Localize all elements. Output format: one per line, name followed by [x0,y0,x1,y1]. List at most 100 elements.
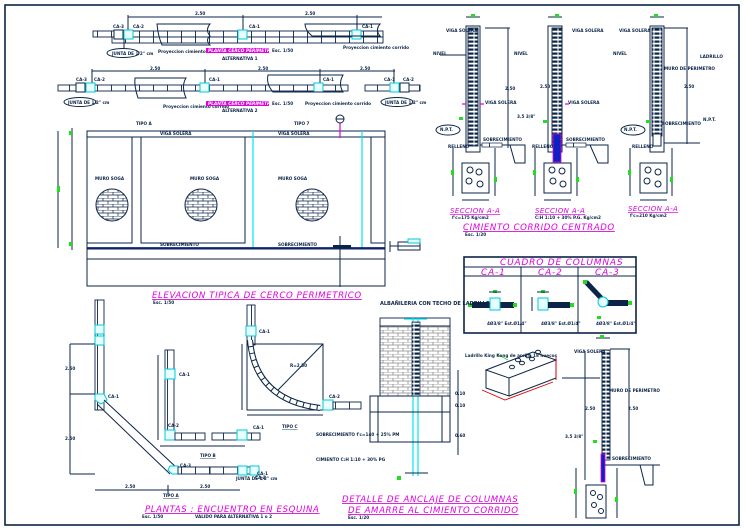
svg-text:2.50: 2.50 [65,366,75,371]
sheet-border [4,4,740,526]
svg-text:CA-2: CA-2 [329,394,340,399]
svg-text:f'c=210 Kg/cm2: f'c=210 Kg/cm2 [630,213,667,218]
plan-alternative-1: 2.50 2.50 CA-3 CA-2 CA-1 CA-1 JUNTA DE 1… [92,11,409,61]
svg-text:CA-1: CA-1 [384,77,395,82]
svg-text:2.50: 2.50 [585,406,595,411]
svg-text:MURO SOGA: MURO SOGA [278,176,308,181]
svg-text:VIGA SOLERA: VIGA SOLERA [485,100,517,105]
section-1-title: SECCION A-A [450,207,500,215]
svg-text:CA-1: CA-1 [259,329,270,334]
corner-tipo-a: 2.50 2.50 2.50 2.50 CA-1 CA-3 TIPO A JUN… [65,299,278,498]
svg-text:4Ø3/8" Est.Ø1/4": 4Ø3/8" Est.Ø1/4" [596,321,636,326]
svg-text:VIGA SOLERA: VIGA SOLERA [160,131,192,136]
svg-text:CA-1: CA-1 [209,77,220,82]
svg-text:2.50: 2.50 [65,436,75,441]
svg-text:2.50: 2.50 [684,84,694,89]
svg-text:C:H 1:10 + 30% P.G. Kg/cm2: C:H 1:10 + 30% P.G. Kg/cm2 [535,215,601,220]
svg-text:Proyeccion cimiento corrido: Proyeccion cimiento corrido [343,45,409,50]
sections-title: CIMIENTO CORRIDO CENTRADO [463,223,615,233]
sections-a-a: VIGA SOLERA NIVEL 2.50 VIGA SOLERA N.P.T… [433,14,723,237]
svg-text:CA-1: CA-1 [179,372,190,377]
svg-text:Esc. 1/50: Esc. 1/50 [153,300,174,305]
svg-text:VIGA SOLERA: VIGA SOLERA [568,100,600,105]
section-3-title: SECCION A-A [628,205,678,213]
svg-text:MURO DE PERIMETRO: MURO DE PERIMETRO [664,66,715,71]
svg-text:CA-2: CA-2 [133,24,144,29]
svg-text:CA-2: CA-2 [94,77,105,82]
columns-table-title: CUADRO DE COLUMNAS [500,258,623,268]
svg-text:3.5 3/8": 3.5 3/8" [565,434,583,439]
svg-text:2.50: 2.50 [125,484,135,489]
svg-text:VALIDO PARA ALTERNATIVA 1 o 2: VALIDO PARA ALTERNATIVA 1 o 2 [195,514,272,519]
svg-text:SOBRECIMIENTO: SOBRECIMIENTO [662,121,701,126]
svg-text:ALBAÑILERIA CON TECHO DE LADRI: ALBAÑILERIA CON TECHO DE LADRILLO [380,300,490,307]
corner-plans-title: PLANTAS : ENCUENTRO EN ESQUINA [145,505,320,515]
svg-text:SOBRECIMIENTO: SOBRECIMIENTO [612,456,651,461]
svg-text:CA-3: CA-3 [76,77,87,82]
svg-text:2.50: 2.50 [305,11,315,16]
svg-text:Esc. 1/50: Esc. 1/50 [272,48,293,53]
svg-text:N.P.T.: N.P.T. [624,127,637,132]
svg-text:Esc. 1/50: Esc. 1/50 [272,101,293,106]
brick-isometric: Ladrillo King Kong de arcilla 18 huecos [465,349,558,401]
corner-tipo-b: CA-1 CA-2 CA-1 TIPO B [157,349,264,458]
svg-text:MURO SOGA: MURO SOGA [95,176,125,181]
svg-text:TIPO C: TIPO C [282,424,298,429]
svg-text:VIGA SOLERA: VIGA SOLERA [446,28,478,33]
svg-text:RELLENO: RELLENO [632,144,654,149]
svg-text:Esc. 1/20: Esc. 1/20 [348,515,369,520]
section-3: VIGA SOLERA NIVEL LADRILLO MURO DE PERIM… [613,14,723,218]
svg-text:N.P.T.: N.P.T. [703,117,716,122]
svg-text:CA-2: CA-2 [168,423,179,428]
section-1: VIGA SOLERA NIVEL 2.50 VIGA SOLERA N.P.T… [433,14,526,220]
svg-text:CA-1: CA-1 [253,425,264,430]
svg-text:VIGA SOLERA: VIGA SOLERA [278,131,310,136]
header-ca2: CA-2 [538,268,563,278]
svg-text:2.50: 2.50 [258,66,268,71]
svg-text:VIGA SOLERA: VIGA SOLERA [574,349,606,354]
svg-text:CA-2: CA-2 [255,475,266,480]
svg-text:ALTERNATIVA 2: ALTERNATIVA 2 [222,108,258,113]
plan-alternative-2: 2.50 2.50 2.50 CA-3 CA-2 CA-1 CA-1 CA-1 … [57,66,427,113]
svg-text:ALTERNATIVA 1: ALTERNATIVA 1 [222,56,258,61]
anchor-detail-title-1: DETALLE DE ANCLAJE DE COLUMNAS [342,495,518,505]
section-2: VIGA SOLERA NIVEL 2.50 VIGA SOLERA 3.5 3… [514,14,609,220]
svg-text:2.50: 2.50 [540,84,550,89]
svg-text:0.60: 0.60 [455,433,465,438]
svg-text:JUNTA DE 1/2" cm: JUNTA DE 1/2" cm [111,51,154,56]
columns-table: CUADRO DE COLUMNAS CA-1 CA-2 CA-3 4Ø3/8"… [463,256,637,334]
svg-text:NIVEL: NIVEL [613,51,627,56]
svg-text:0.10: 0.10 [455,403,465,408]
svg-text:CA-1: CA-1 [323,77,334,82]
svg-text:NIVEL: NIVEL [433,51,447,56]
anchor-detail-title-2: DE AMARRE AL CIMIENTO CORRIDO [348,506,519,516]
svg-text:SOBRECIMIENTO: SOBRECIMIENTO [483,137,522,142]
svg-text:VIGA SOLERA: VIGA SOLERA [572,28,604,33]
svg-text:TIPO A: TIPO A [163,493,180,498]
svg-text:2.50: 2.50 [195,11,205,16]
svg-text:CA-1: CA-1 [108,394,119,399]
svg-text:JUNTA DE 1/2" cm: JUNTA DE 1/2" cm [384,100,427,105]
tag-ca3: CA-3 [113,24,124,29]
header-ca3: CA-3 [595,268,620,278]
typical-elevation: TIPO A TIPO 7 VIGA SOLERA VIGA SOLERA MU… [57,114,421,305]
svg-text:4Ø3/8" Est.Ø1/4": 4Ø3/8" Est.Ø1/4" [541,321,581,326]
svg-text:N.P.T.: N.P.T. [440,127,453,132]
svg-text:RELLENO: RELLENO [448,144,470,149]
svg-text:RELLENO: RELLENO [532,144,554,149]
svg-text:SOBRECIMIENTO: SOBRECIMIENTO [160,242,199,247]
svg-text:MURO DE PERIMETRO: MURO DE PERIMETRO [609,388,660,393]
svg-text:2.50: 2.50 [505,86,515,91]
header-ca1: CA-1 [481,268,506,278]
svg-text:CA-1: CA-1 [257,471,268,476]
column-section-bottom: VIGA SOLERA MURO DE PERIMETRO 2.50 2.50 … [562,335,660,519]
svg-text:f'c=175 Kg/cm2: f'c=175 Kg/cm2 [452,215,489,220]
svg-text:Esc. 1/50: Esc. 1/50 [142,514,163,519]
svg-text:Proyeccion cimiento corrido: Proyeccion cimiento corrido [163,104,229,109]
svg-text:2.50: 2.50 [200,484,210,489]
section-2-title: SECCION A-A [535,207,585,215]
svg-text:VIGA SOLERA: VIGA SOLERA [619,28,651,33]
svg-text:MURO SOGA: MURO SOGA [190,176,220,181]
svg-text:CA-1: CA-1 [249,24,260,29]
